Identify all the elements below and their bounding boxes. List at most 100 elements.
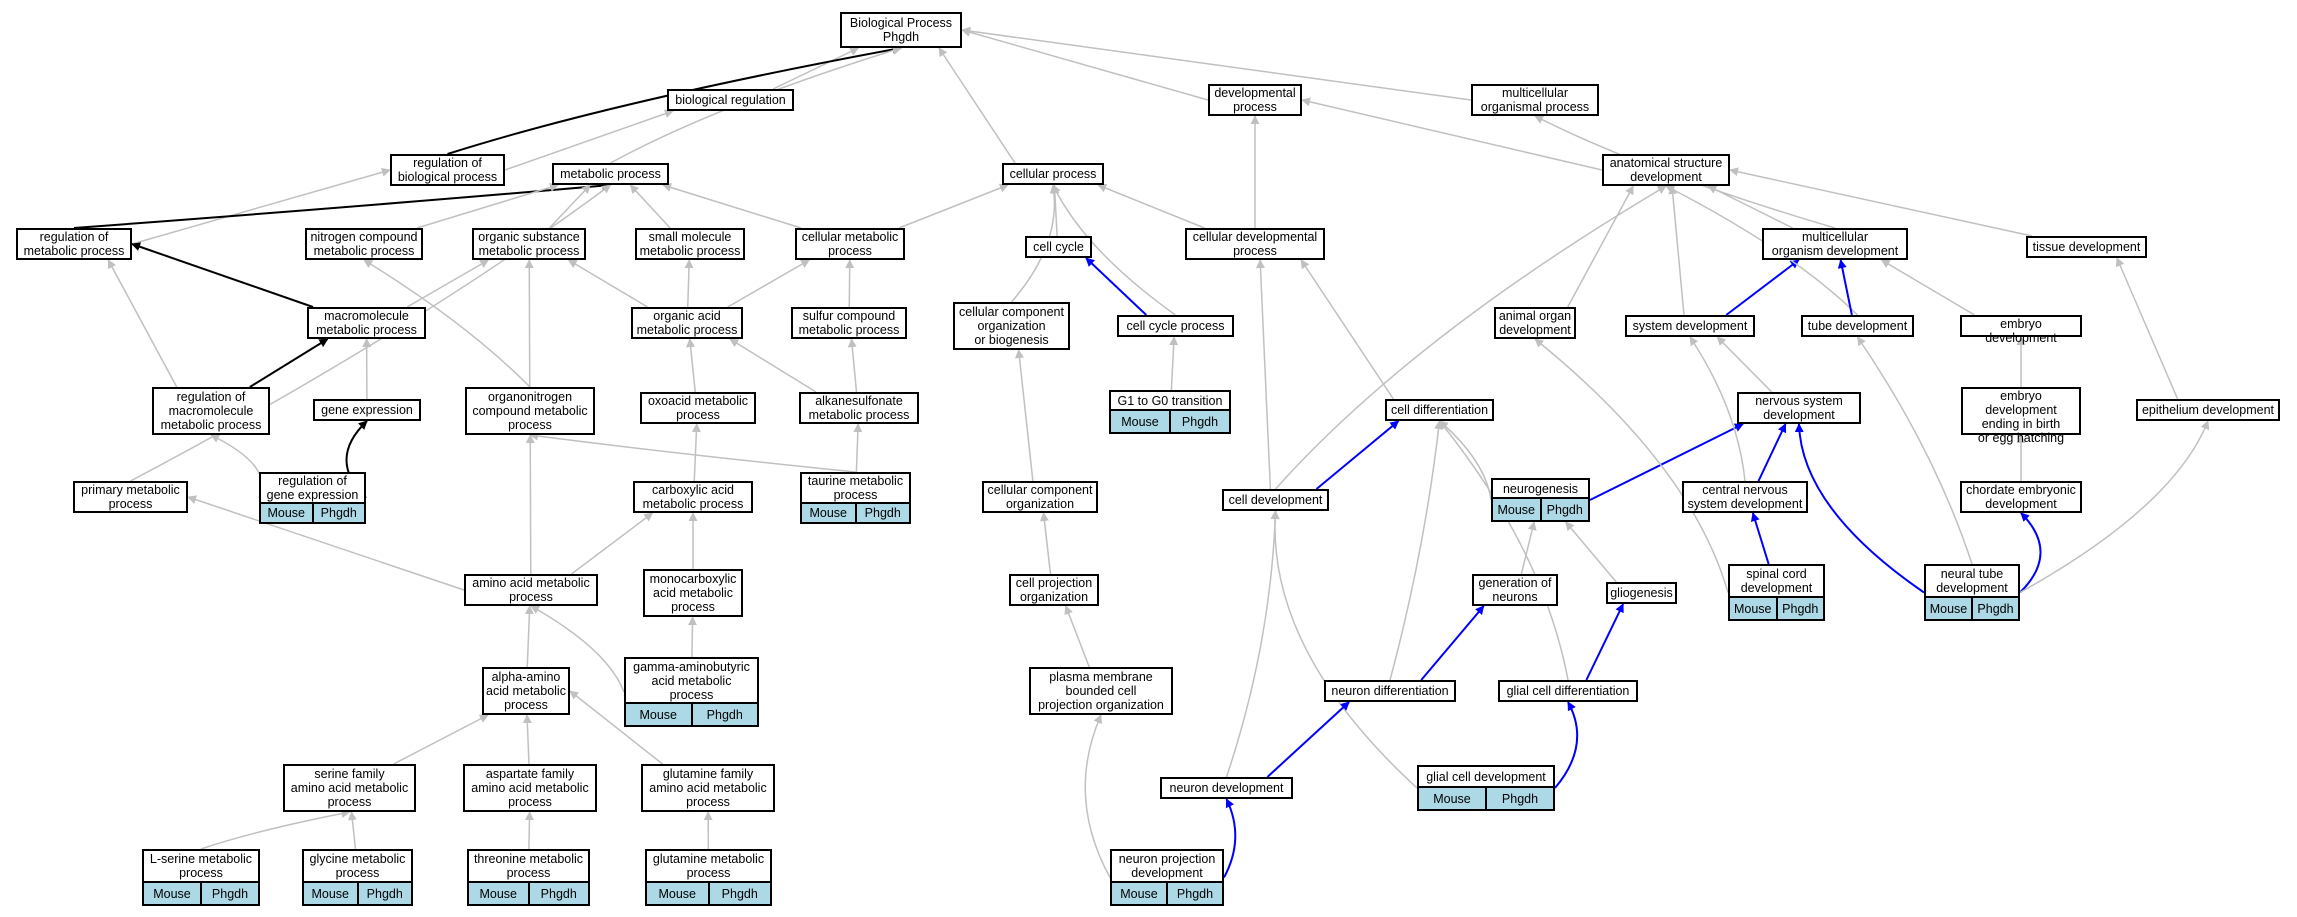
species-cell[interactable]: Mouse: [639, 707, 678, 722]
species-cell[interactable]: Mouse: [479, 886, 518, 901]
go-term-epith[interactable]: epithelium development: [2136, 399, 2280, 421]
go-term-celldevproc[interactable]: cellular developmental process: [1185, 228, 1325, 260]
species-cell[interactable]: Mouse: [1121, 414, 1159, 429]
go-term-aspartate[interactable]: aspartate family amino acid metabolic pr…: [463, 764, 597, 812]
go-term-label: gene expression: [321, 403, 413, 417]
go-term-regbio[interactable]: regulation of biological process: [390, 154, 505, 186]
species-cell[interactable]: Mouse: [1929, 601, 1968, 616]
go-term-celldiff[interactable]: cell differentiation: [1385, 399, 1494, 421]
go-term-neurondev[interactable]: neuron development: [1160, 777, 1293, 799]
gene-cell[interactable]: Phgdh: [527, 883, 589, 904]
go-term-sulfur[interactable]: sulfur compound metabolic process: [791, 307, 907, 339]
go-term-regmacro[interactable]: regulation of macromolecule metabolic pr…: [152, 387, 270, 435]
go-term-macro[interactable]: macromolecule metabolic process: [307, 307, 426, 339]
go-term-oxoacid[interactable]: oxoacid metabolic process: [640, 392, 756, 424]
species-cell[interactable]: Mouse: [311, 886, 350, 901]
species-cell[interactable]: Mouse: [1733, 601, 1772, 616]
go-term-orgsub[interactable]: organic substance metabolic process: [472, 228, 586, 260]
go-term-alkane[interactable]: alkanesulfonate metabolic process: [799, 392, 919, 424]
go-term-nitro[interactable]: nitrogen compound metabolic process: [305, 228, 423, 260]
go-term-plasma[interactable]: plasma membrane bounded cell projection …: [1029, 667, 1173, 715]
go-term-organonitro[interactable]: organonitrogen compound metabolic proces…: [465, 387, 595, 435]
go-term-ccproc[interactable]: cell cycle process: [1117, 315, 1234, 337]
species-cell[interactable]: Mouse: [1497, 502, 1536, 517]
go-term-animal[interactable]: animal organ development: [1494, 307, 1576, 339]
go-term-regmet[interactable]: regulation of metabolic process: [16, 228, 132, 260]
go-term-alpha[interactable]: alpha-amino acid metabolic process: [482, 667, 570, 715]
go-term-primary[interactable]: primary metabolic process: [73, 481, 188, 513]
go-term-tissue[interactable]: tissue development: [2026, 236, 2147, 258]
go-term-monocarb[interactable]: monocarboxylic acid metabolic process: [643, 569, 743, 617]
species-cell[interactable]: Mouse: [1120, 886, 1158, 901]
gene-cell[interactable]: Phgdh: [1971, 598, 2018, 619]
go-term-aminoacid[interactable]: amino acid metabolic process: [464, 574, 598, 606]
go-term-embryobirth[interactable]: embryo development ending in birth or eg…: [1961, 387, 2081, 445]
go-term-tubedev[interactable]: tube development: [1801, 315, 1914, 337]
gene-cell[interactable]: Phgdh: [1166, 883, 1222, 904]
go-term-orgacid[interactable]: organic acid metabolic process: [631, 307, 743, 339]
go-term-label: carboxylic acid metabolic process: [642, 483, 744, 511]
go-term-cccomp[interactable]: cellular component organization: [982, 481, 1098, 513]
edge-reggene-to-regmacro: [210, 434, 263, 499]
gene-cell[interactable]: Phgdh: [1485, 788, 1553, 809]
go-term-ccorg[interactable]: cellular component organization or bioge…: [953, 302, 1070, 350]
go-term-serine[interactable]: serine family amino acid metabolic proce…: [283, 764, 416, 812]
species-cell[interactable]: Mouse: [153, 886, 191, 901]
go-term-glialdiff[interactable]: glial cell differentiation: [1498, 680, 1638, 702]
species-cell[interactable]: Mouse: [809, 506, 848, 520]
go-term-smallmol[interactable]: small molecule metabolic process: [635, 228, 745, 260]
gene-cell[interactable]: Phgdh: [1169, 411, 1229, 432]
gene-cell[interactable]: Phgdh: [1775, 598, 1824, 619]
go-term-neurdiff[interactable]: neuron differentiation: [1324, 680, 1456, 702]
go-term-root[interactable]: Biological Process Phgdh: [840, 12, 962, 48]
gene-cell[interactable]: Phgdh: [356, 883, 412, 904]
go-term-multiorg[interactable]: multicellular organismal process: [1471, 84, 1599, 116]
go-term-label: tube development: [1807, 319, 1908, 333]
go-term-metab[interactable]: metabolic process: [552, 163, 669, 185]
go-term-genneur[interactable]: generation of neurons: [1472, 574, 1558, 606]
go-term-multidev[interactable]: multicellular organism development: [1762, 228, 1908, 260]
gene-cell[interactable]: Phgdh: [707, 883, 771, 904]
go-term-cellproj[interactable]: cell projection organization: [1009, 574, 1099, 606]
go-term-bioreg[interactable]: biological regulation: [667, 89, 794, 111]
gene-cell[interactable]: Phgdh: [1539, 499, 1589, 520]
species-cell[interactable]: Mouse: [267, 506, 306, 520]
gene-cell[interactable]: Phgdh: [690, 704, 758, 725]
go-term-nervsys[interactable]: nervous system development: [1737, 392, 1861, 424]
go-term-celldev[interactable]: cell development: [1222, 489, 1329, 511]
go-term-chordate[interactable]: chordate embryonic development: [1960, 481, 2082, 513]
go-term-label: primary metabolic process: [81, 483, 180, 511]
go-term-cellproc[interactable]: cellular process: [1002, 163, 1104, 185]
go-term-cellmet[interactable]: cellular metabolic process: [795, 228, 905, 260]
go-term-glutamine[interactable]: glutamine family amino acid metabolic pr…: [641, 764, 775, 812]
go-term-cns[interactable]: central nervous system development: [1682, 481, 1808, 513]
go-term-glio[interactable]: gliogenesis: [1606, 582, 1677, 604]
gene-cell[interactable]: Phgdh: [200, 883, 258, 904]
go-term-sysdev[interactable]: system development: [1625, 315, 1755, 337]
edge-spinal-to-cns: [1750, 512, 1770, 565]
go-term-gaba[interactable]: gamma-aminobutyric acid metabolic proces…: [624, 657, 759, 727]
go-term-anat[interactable]: anatomical structure development: [1602, 154, 1730, 186]
species-cell[interactable]: Mouse: [658, 886, 697, 901]
go-term-cellcycle[interactable]: cell cycle: [1025, 236, 1092, 258]
species-cell[interactable]: Mouse: [1433, 791, 1471, 806]
go-term-carbox[interactable]: carboxylic acid metabolic process: [633, 481, 753, 513]
gene-cell[interactable]: Phgdh: [854, 504, 910, 522]
go-term-embryo[interactable]: embryo development: [1960, 315, 2082, 345]
go-term-geneexp[interactable]: gene expression: [313, 399, 421, 421]
gene-cell[interactable]: Phgdh: [311, 504, 365, 522]
edge-threonine-to-aspartate: [524, 811, 534, 850]
go-term-devproc[interactable]: developmental process: [1208, 84, 1302, 116]
